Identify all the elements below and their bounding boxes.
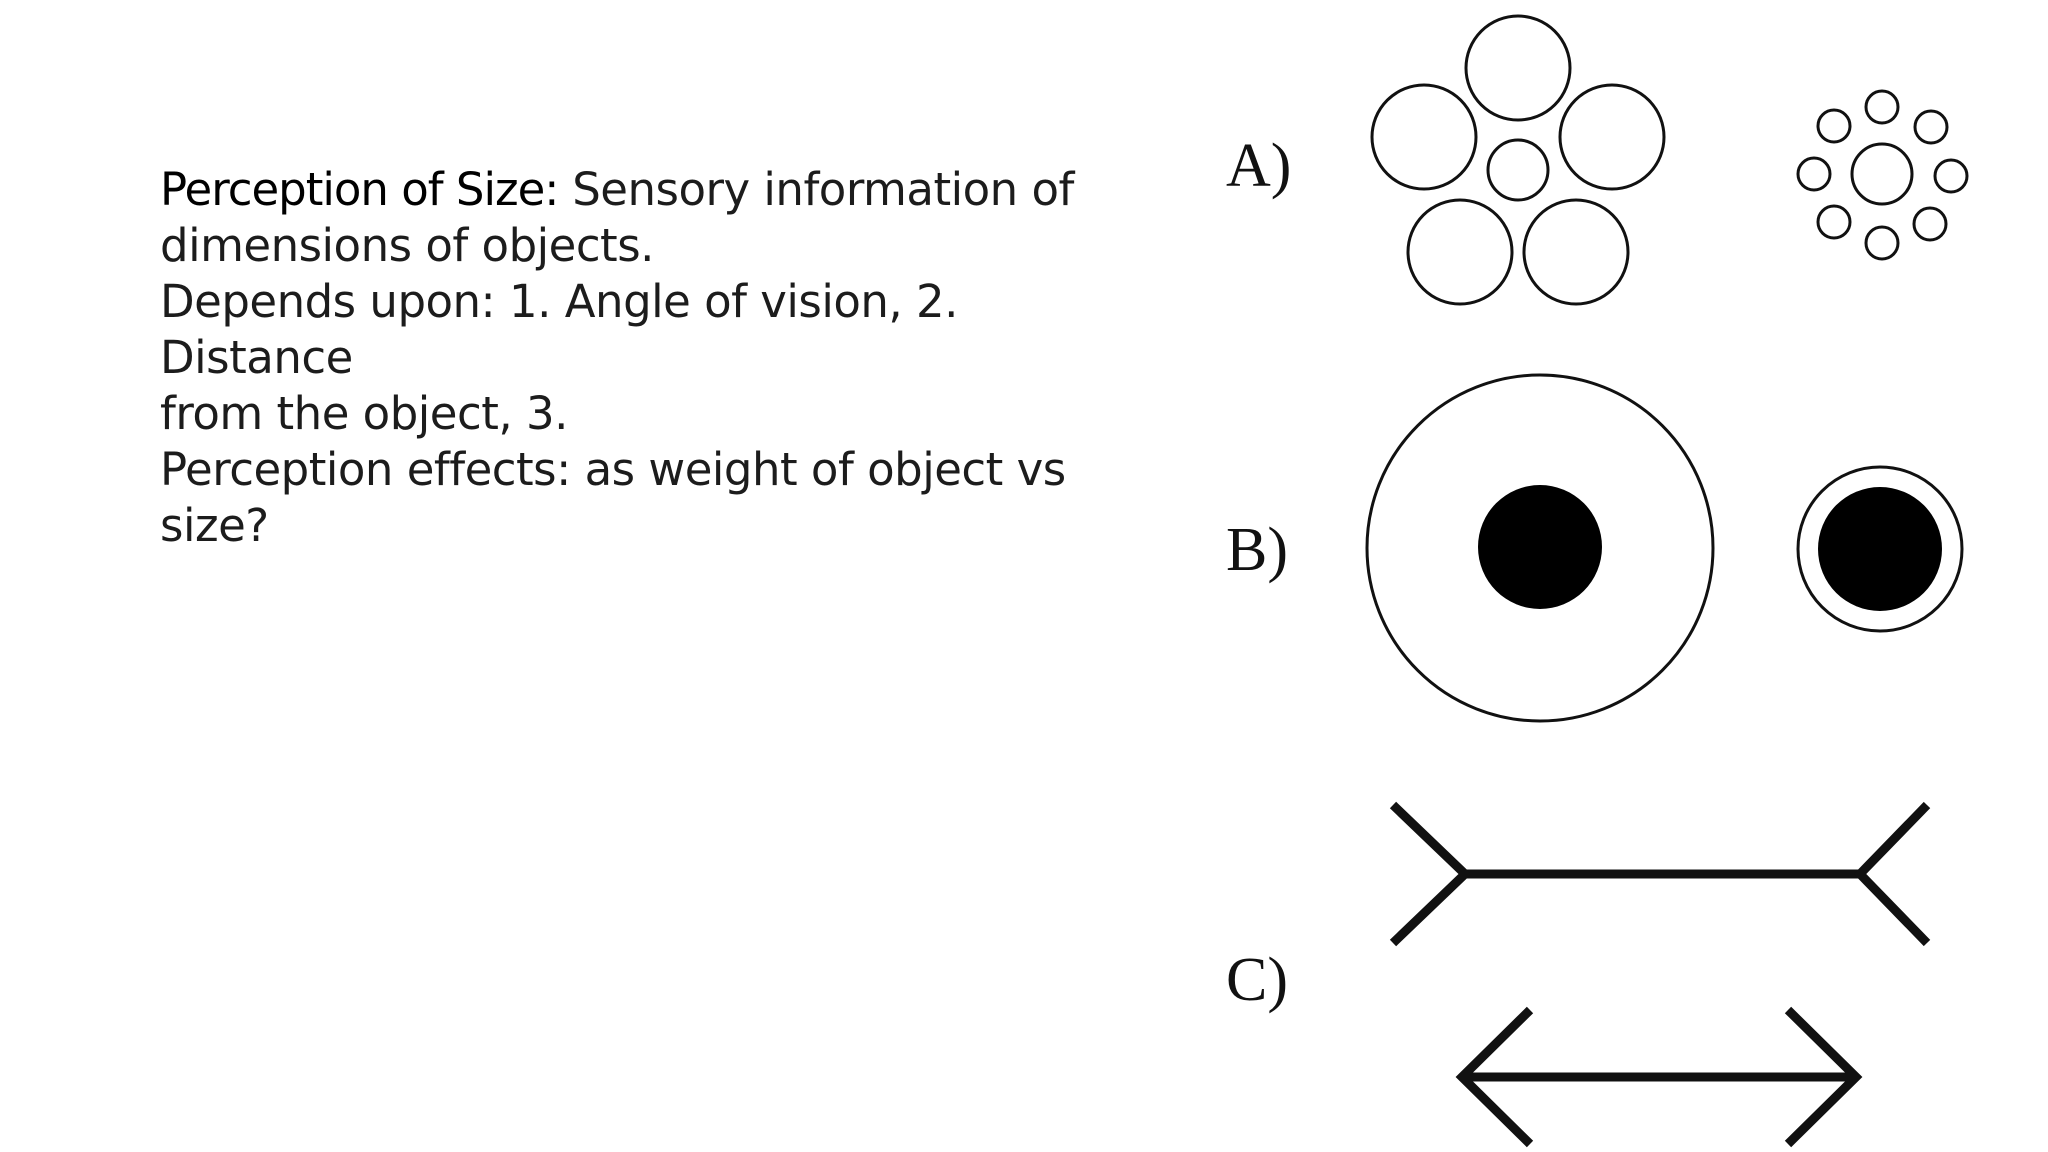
small-surround-circle: [1864, 89, 1900, 125]
center-circle-a-left: [1486, 138, 1550, 202]
illusions-figure: A) B) C: [1226, 14, 1969, 1148]
small-surround-circle: [1864, 225, 1900, 261]
filled-disc-right: [1818, 487, 1942, 611]
large-surround-circle: [1558, 83, 1666, 191]
filled-disc-left: [1478, 485, 1602, 609]
outer-ring-small: [1796, 465, 1964, 633]
ebbinghaus-large-surround: [1370, 14, 1666, 306]
slide-text-block: Perception of Size: Sensory information …: [160, 162, 1140, 554]
slide-title: Perception of Size:: [160, 163, 559, 216]
arrowhead-left: [1455, 1006, 1534, 1148]
small-surround-circle: [1796, 156, 1832, 192]
title-description: Sensory information of: [558, 163, 1074, 216]
small-surround-circle: [1913, 109, 1949, 145]
small-surround-circle: [1816, 204, 1852, 240]
outer-ring-large: [1365, 373, 1715, 723]
arrowhead-right: [1784, 1006, 1863, 1148]
delboeuf-large-ring: [1365, 373, 1715, 723]
outward-fin-left: [1389, 801, 1472, 947]
large-surround-circle: [1370, 83, 1478, 191]
figure-label-b: B): [1226, 516, 1288, 584]
muller-lyer-fins-out: [1389, 801, 1931, 947]
text-line-3: Depends upon: 1. Angle of vision, 2. Dis…: [160, 275, 958, 384]
figure-label-c: C): [1226, 946, 1288, 1014]
muller-lyer-arrows-in: [1455, 1006, 1863, 1148]
large-surround-circle: [1406, 198, 1514, 306]
ebbinghaus-small-surround: [1796, 89, 1969, 261]
text-line-2: dimensions of objects.: [160, 219, 654, 272]
small-surround-circle: [1912, 206, 1948, 242]
delboeuf-small-ring: [1796, 465, 1964, 633]
figure-label-a: A): [1226, 132, 1291, 200]
text-line-5: Perception effects: as weight of object …: [160, 443, 1066, 552]
text-line-4: from the object, 3.: [160, 387, 568, 440]
outward-fin-right: [1853, 801, 1931, 947]
small-surround-circle: [1816, 108, 1852, 144]
center-circle-a-right: [1850, 142, 1914, 206]
large-surround-circle: [1464, 14, 1572, 122]
text-line-1: Perception of Size: Sensory information …: [160, 162, 1140, 218]
small-surround-circle: [1933, 158, 1969, 194]
large-surround-circle: [1522, 198, 1630, 306]
